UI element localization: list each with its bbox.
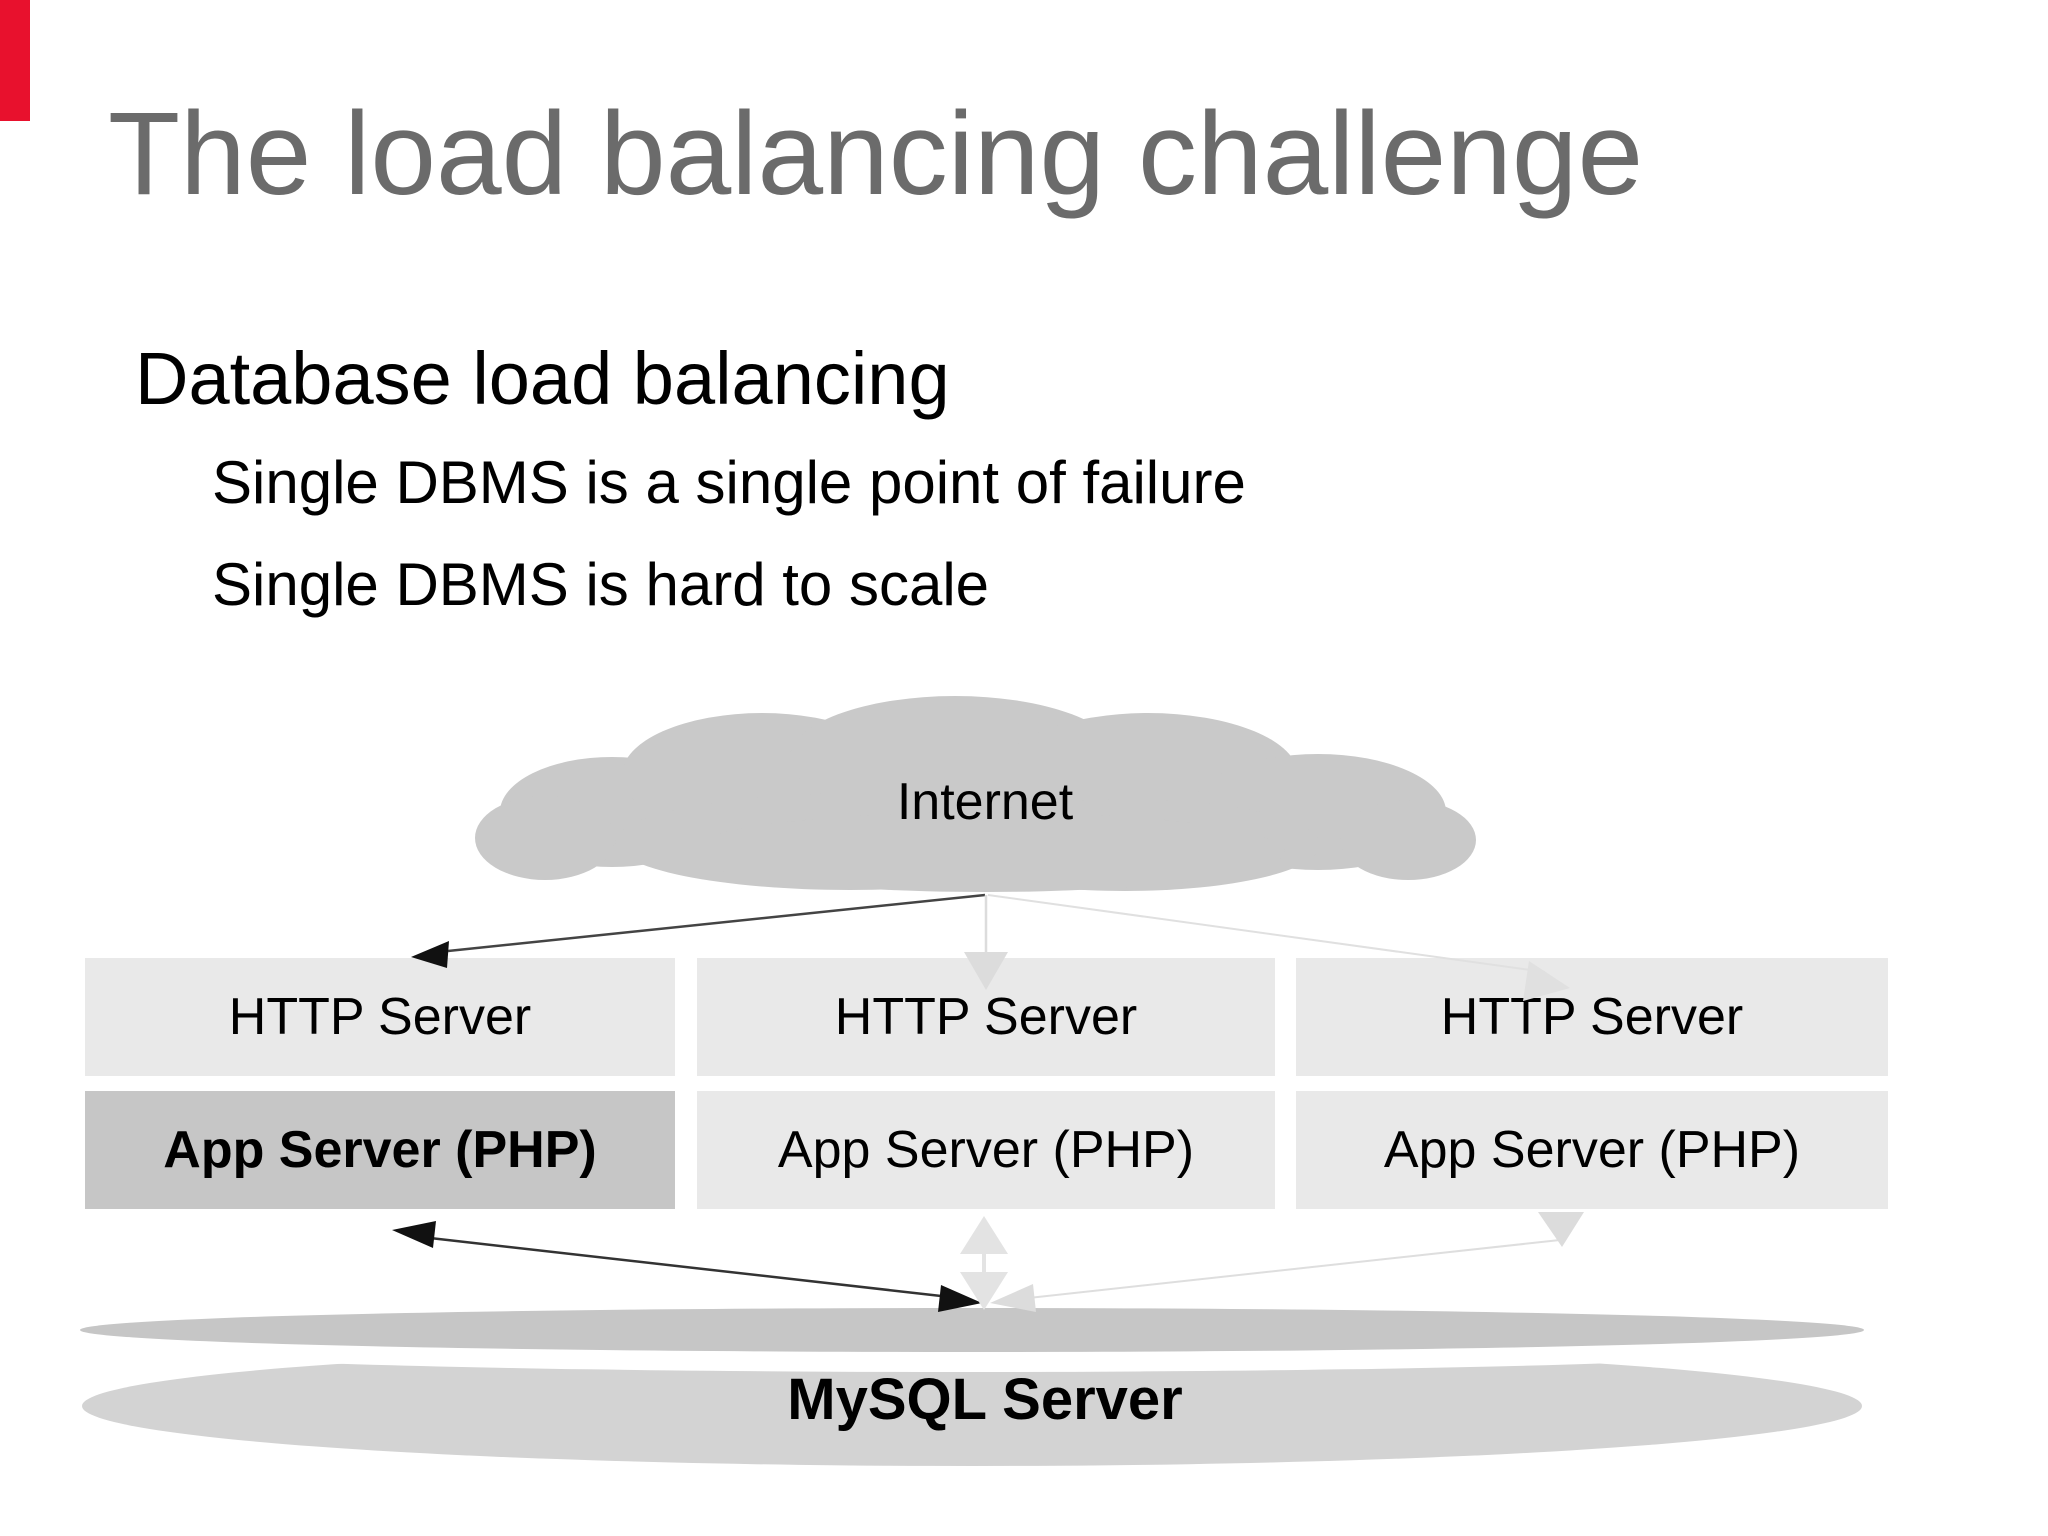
app-server-box-3: App Server (PHP) xyxy=(1296,1091,1888,1209)
app-server-label: App Server (PHP) xyxy=(777,1121,1195,1179)
app-server-box-1: App Server (PHP) xyxy=(85,1091,675,1209)
http-server-label: HTTP Server xyxy=(834,988,1138,1046)
section-heading: Database load balancing xyxy=(135,337,950,420)
http-server-label: HTTP Server xyxy=(228,988,532,1046)
app-to-mysql-arrows xyxy=(392,1212,1584,1312)
app-server-box-2: App Server (PHP) xyxy=(697,1091,1275,1209)
http-server-box-2: HTTP Server xyxy=(697,958,1275,1076)
app-server-label: App Server (PHP) xyxy=(163,1121,597,1179)
mysql-server-label: MySQL Server xyxy=(787,1367,1183,1432)
http-server-label: HTTP Server xyxy=(1440,988,1744,1046)
bullet-item: Single DBMS is a single point of failure xyxy=(212,449,1246,516)
http-server-box-1: HTTP Server xyxy=(85,958,675,1076)
internet-label: Internet xyxy=(896,773,1074,831)
app-server-label: App Server (PHP) xyxy=(1383,1121,1801,1179)
http-server-box-3: HTTP Server xyxy=(1296,958,1888,1076)
bullet-item: Single DBMS is hard to scale xyxy=(212,551,990,618)
red-corner-marker xyxy=(0,0,30,121)
page-title: The load balancing challenge xyxy=(108,88,1644,220)
